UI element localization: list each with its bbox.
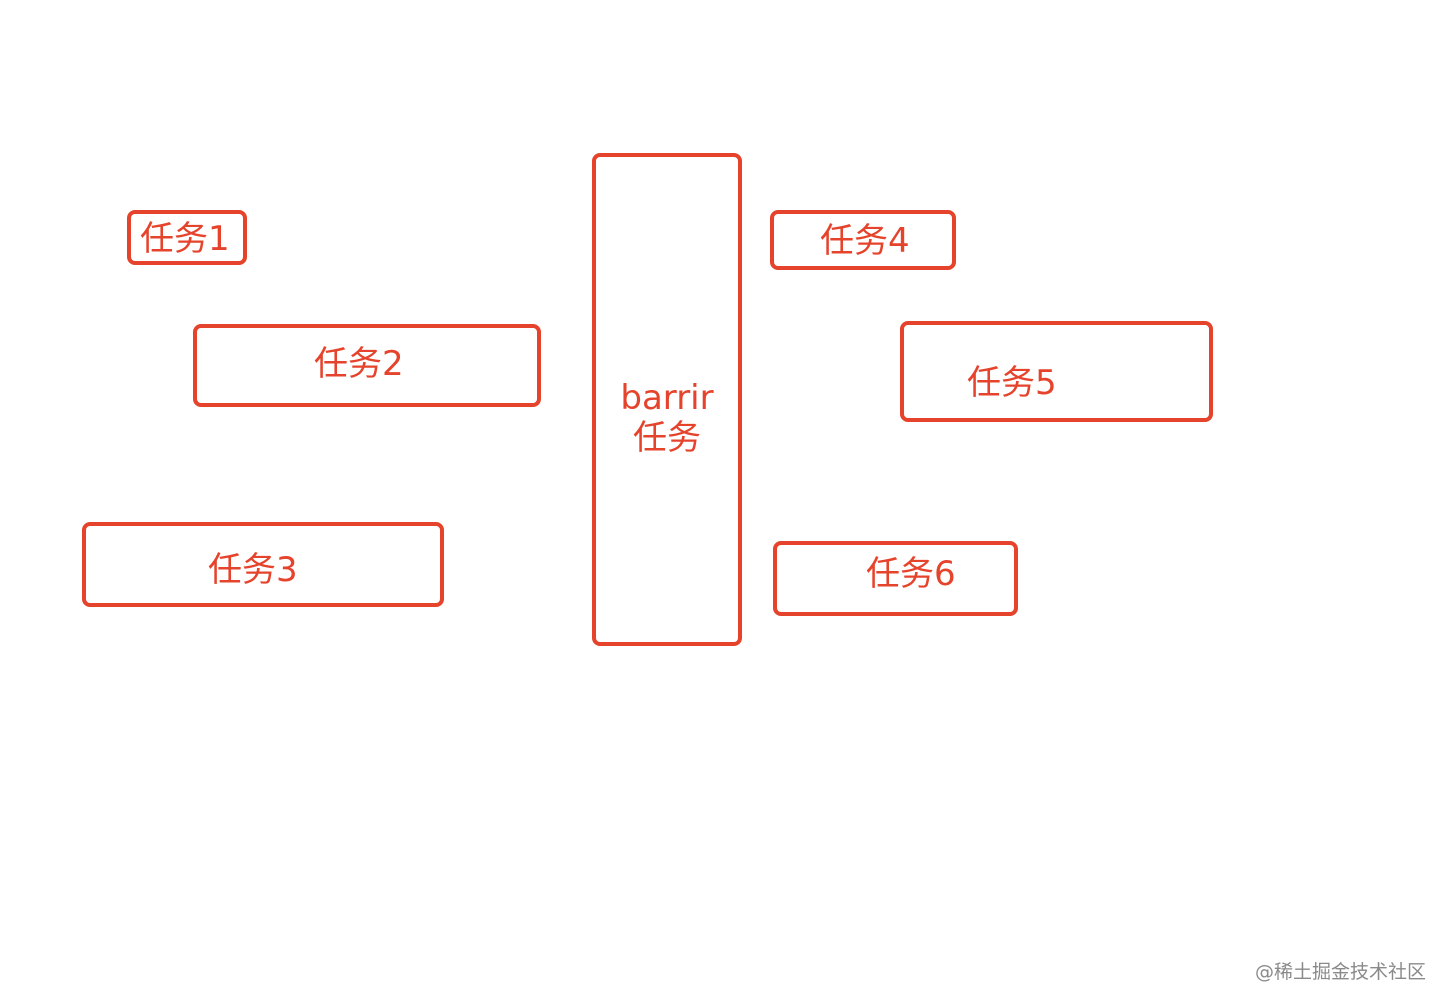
task-label-6: 任务6 [866,554,956,594]
task-label-5: 任务5 [967,363,1057,403]
task-box-4 [770,210,956,270]
task-label-3: 任务3 [208,550,298,590]
task-box-1 [127,210,247,265]
task-box-3 [82,522,444,607]
task-label-1: 任务1 [140,219,230,259]
barrier-label: barrir 任务 [592,378,742,458]
task-box-6 [773,541,1018,616]
barrier-box [592,153,742,646]
task-box-5 [900,321,1213,422]
watermark: @稀土掘金技术社区 [1254,961,1426,983]
task-label-2: 任务2 [314,344,404,384]
barrier-label-line-2: 任务 [633,418,701,458]
task-box-2 [193,324,541,407]
task-label-4: 任务4 [820,221,910,261]
barrier-label-line-1: barrir [620,378,714,418]
